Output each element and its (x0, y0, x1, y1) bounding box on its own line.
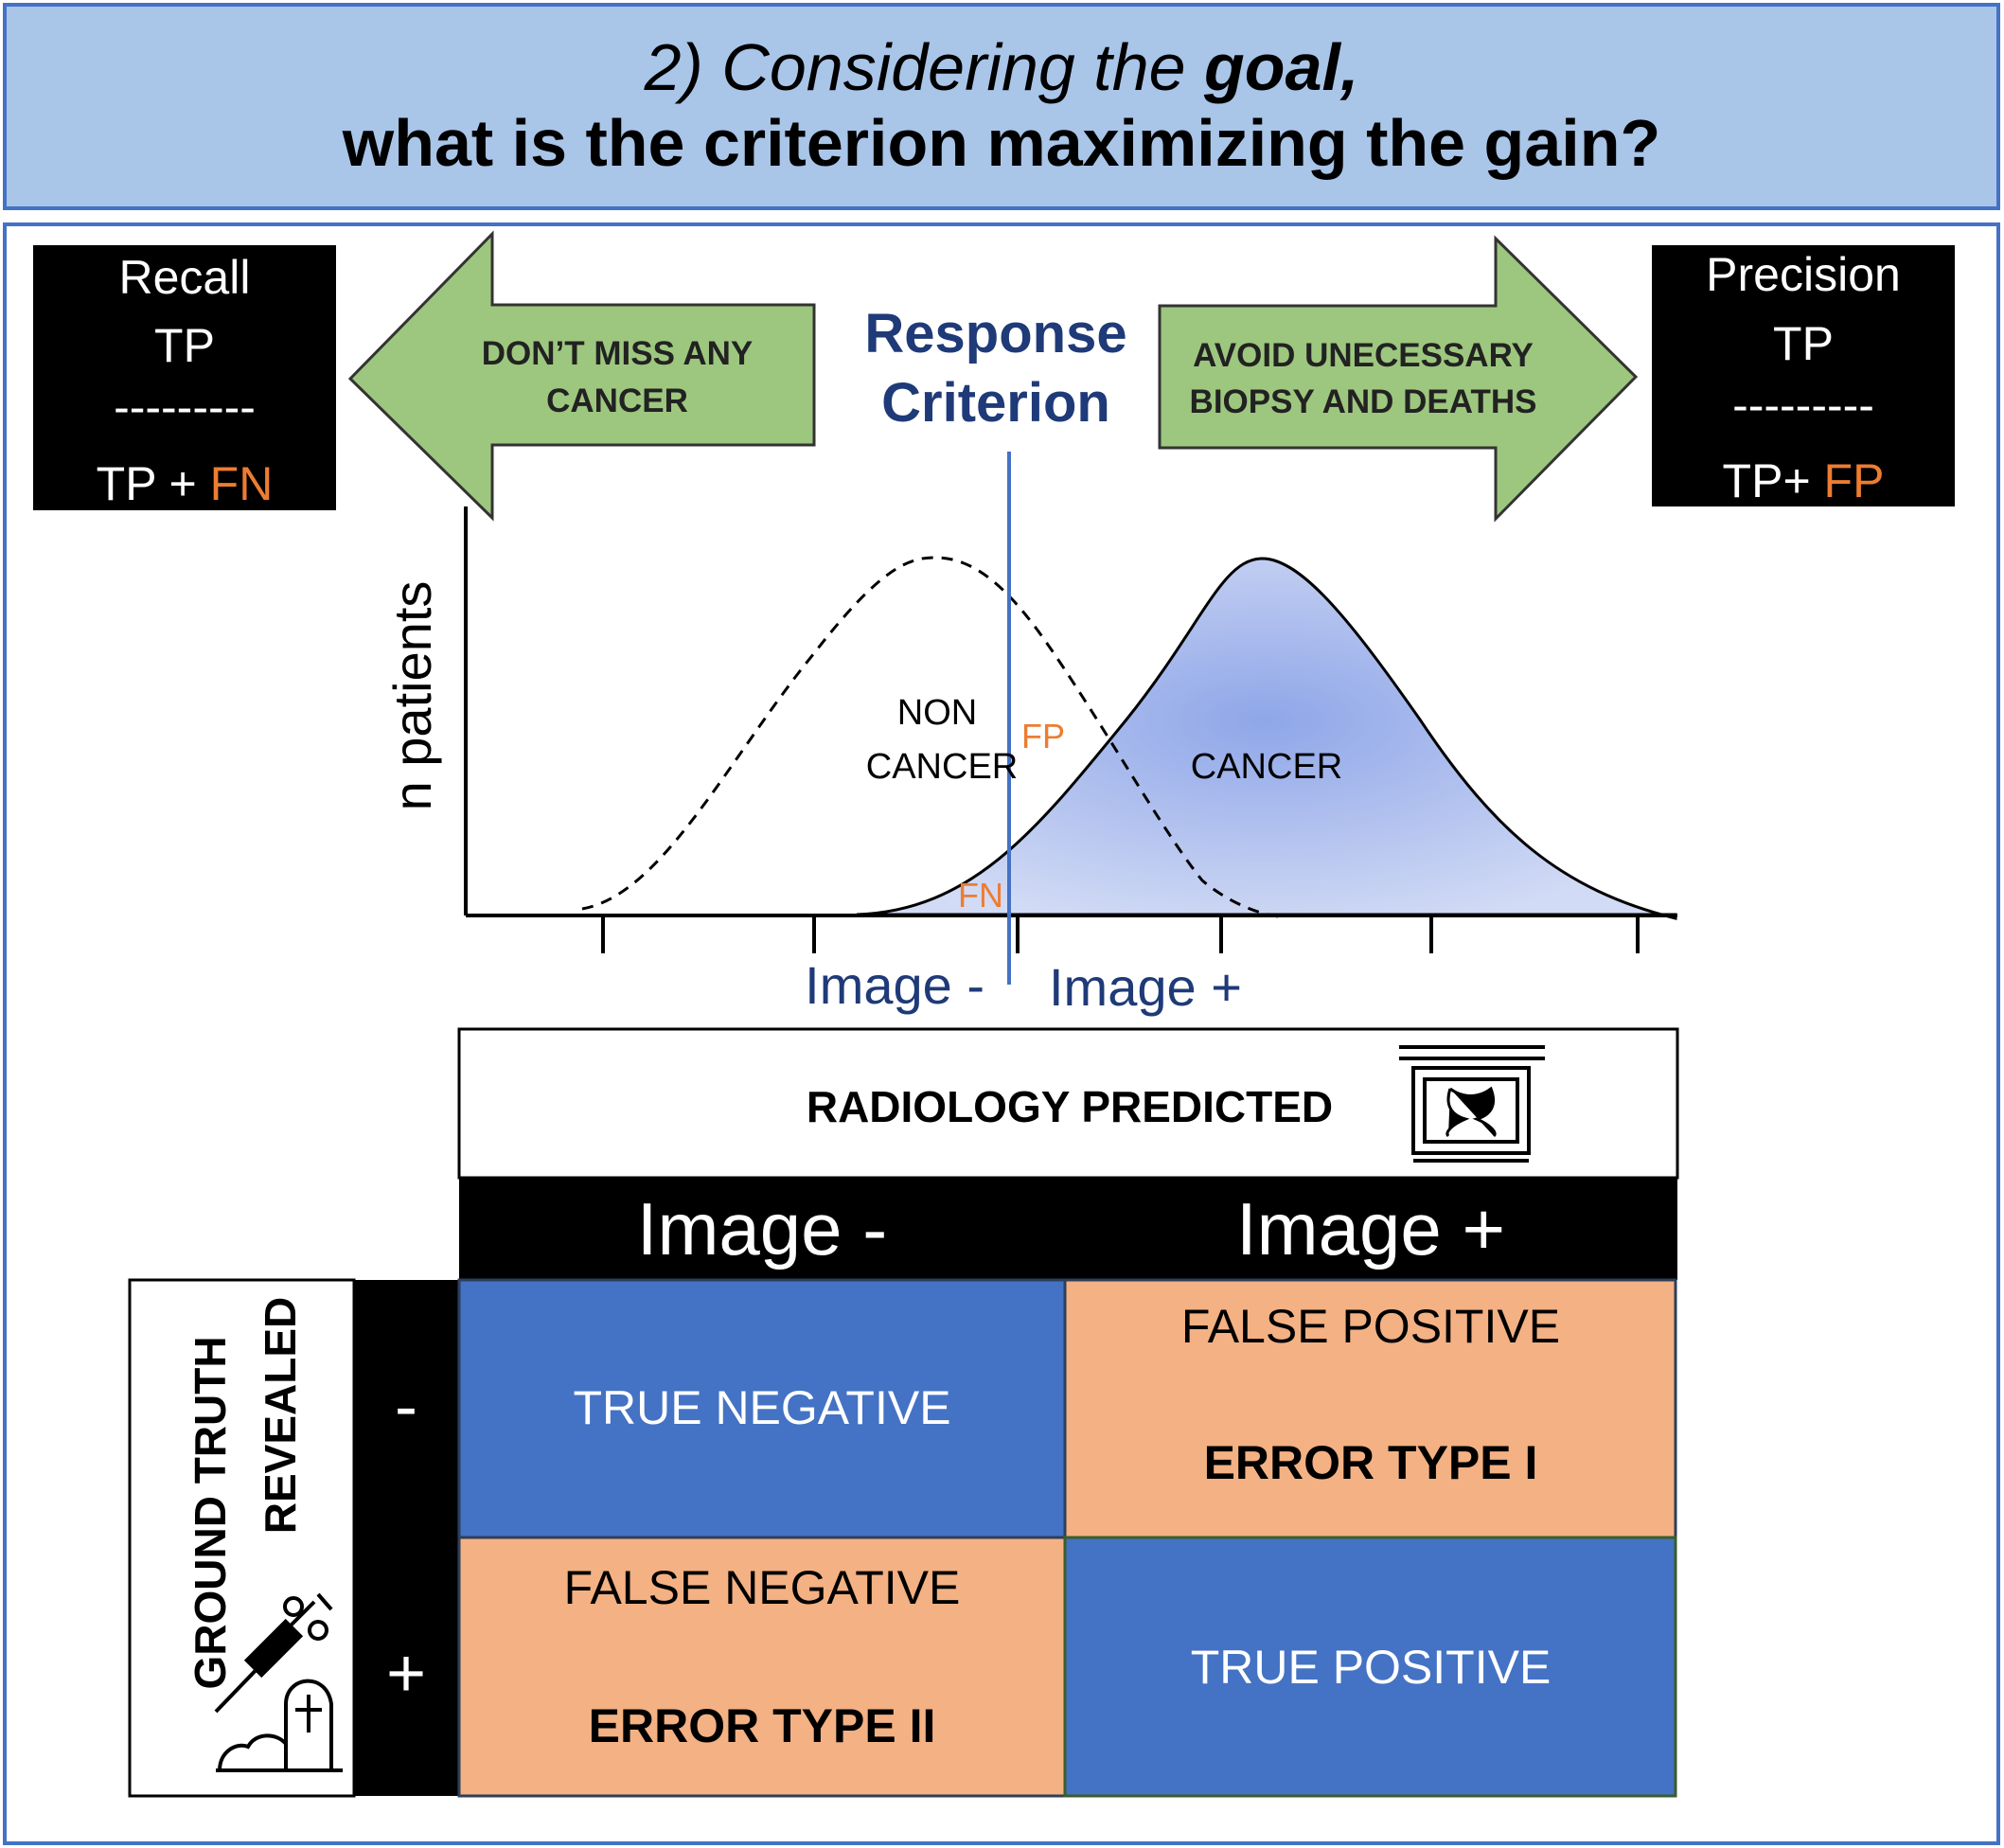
precision-divider: --------- (1732, 379, 1874, 432)
non-cancer-label-line-2: CANCER (866, 747, 1018, 787)
criterion-line-1: Response (864, 303, 1126, 364)
xray-scanner-icon (1399, 1045, 1545, 1163)
response-criterion-label: Response Criterion (864, 303, 1126, 434)
cell-true-positive-text: TRUE POSITIVE (1191, 1641, 1552, 1694)
row-sign-negative: - (395, 1369, 417, 1445)
recall-title: Recall (119, 251, 251, 304)
left-arrow: DON’T MISS ANY CANCER (347, 230, 816, 522)
precision-formula-box: Precision TP --------- TP+ FP (1652, 245, 1955, 507)
x-label-image-positive: Image + (1049, 957, 1242, 1017)
y-axis-label: n patients (382, 581, 442, 811)
cell-false-positive-title: FALSE POSITIVE (1181, 1300, 1560, 1353)
recall-numerator: TP (154, 319, 215, 372)
confusion-matrix: RADIOLOGY PREDICTED Image - Image + GROU… (128, 1027, 1679, 1798)
main-frame (3, 222, 2000, 1845)
criterion-line-2: Criterion (881, 372, 1110, 434)
precision-denominator: TP+ FP (1723, 454, 1885, 507)
cell-false-negative-title: FALSE NEGATIVE (564, 1561, 961, 1614)
cell-true-negative-text: TRUE NEGATIVE (573, 1381, 950, 1434)
cancer-label: CANCER (1191, 747, 1342, 787)
cell-false-negative: FALSE NEGATIVE ERROR TYPE II (457, 1536, 1067, 1798)
left-arrow-line-1: DON’T MISS ANY (482, 335, 754, 372)
fp-area-label: FP (1021, 717, 1065, 755)
cell-false-positive-subtitle: ERROR TYPE I (1204, 1436, 1538, 1489)
right-arrow: AVOID UNECESSARY BIOPSY AND DEATHS (1158, 235, 1639, 523)
non-cancer-label-line-1: NON (897, 693, 977, 733)
recall-denominator: TP + FN (97, 457, 274, 510)
predicted-header-text: RADIOLOGY PREDICTED (807, 1082, 1333, 1131)
cell-true-positive: TRUE POSITIVE (1063, 1536, 1677, 1798)
row-sign-column (354, 1280, 459, 1796)
cell-true-negative: TRUE NEGATIVE (457, 1278, 1067, 1539)
row-sign-positive: + (386, 1636, 426, 1712)
non-cancer-distribution-curve (581, 556, 1279, 918)
cancer-distribution-curve (856, 557, 1677, 920)
right-arrow-line-1: AVOID UNECESSARY (1193, 337, 1534, 374)
recall-divider: --------- (114, 381, 256, 434)
column-header-image-negative: Image - (637, 1187, 887, 1270)
precision-numerator: TP (1773, 317, 1834, 370)
cell-false-positive: FALSE POSITIVE ERROR TYPE I (1063, 1278, 1677, 1539)
ground-truth-line-2: REVEALED (256, 1297, 305, 1534)
column-header-image-positive: Image + (1236, 1187, 1505, 1270)
precision-title: Precision (1706, 248, 1901, 301)
x-label-image-negative: Image - (805, 955, 984, 1015)
title-line-1: 2) Considering the goal, (644, 30, 1359, 104)
syringe-icon (214, 1592, 333, 1714)
cell-false-negative-subtitle: ERROR TYPE II (589, 1699, 936, 1752)
fn-area-label: FN (958, 876, 1003, 915)
distribution-plot: n patients NON CANCER CANCER FP FN Image… (382, 452, 1677, 1017)
title-line-2: what is the criterion maximizing the gai… (342, 106, 1660, 180)
title-banner: 2) Considering the goal, what is the cri… (3, 3, 2000, 210)
gravestone-icon (216, 1679, 343, 1772)
recall-formula-box: Recall TP --------- TP + FN (33, 245, 336, 510)
left-arrow-line-2: CANCER (546, 382, 688, 419)
column-header-bar (459, 1178, 1677, 1280)
ground-truth-panel (128, 1278, 356, 1798)
right-arrow-line-2: BIOPSY AND DEATHS (1190, 383, 1537, 420)
ground-truth-line-1: GROUND TRUTH (186, 1336, 235, 1689)
